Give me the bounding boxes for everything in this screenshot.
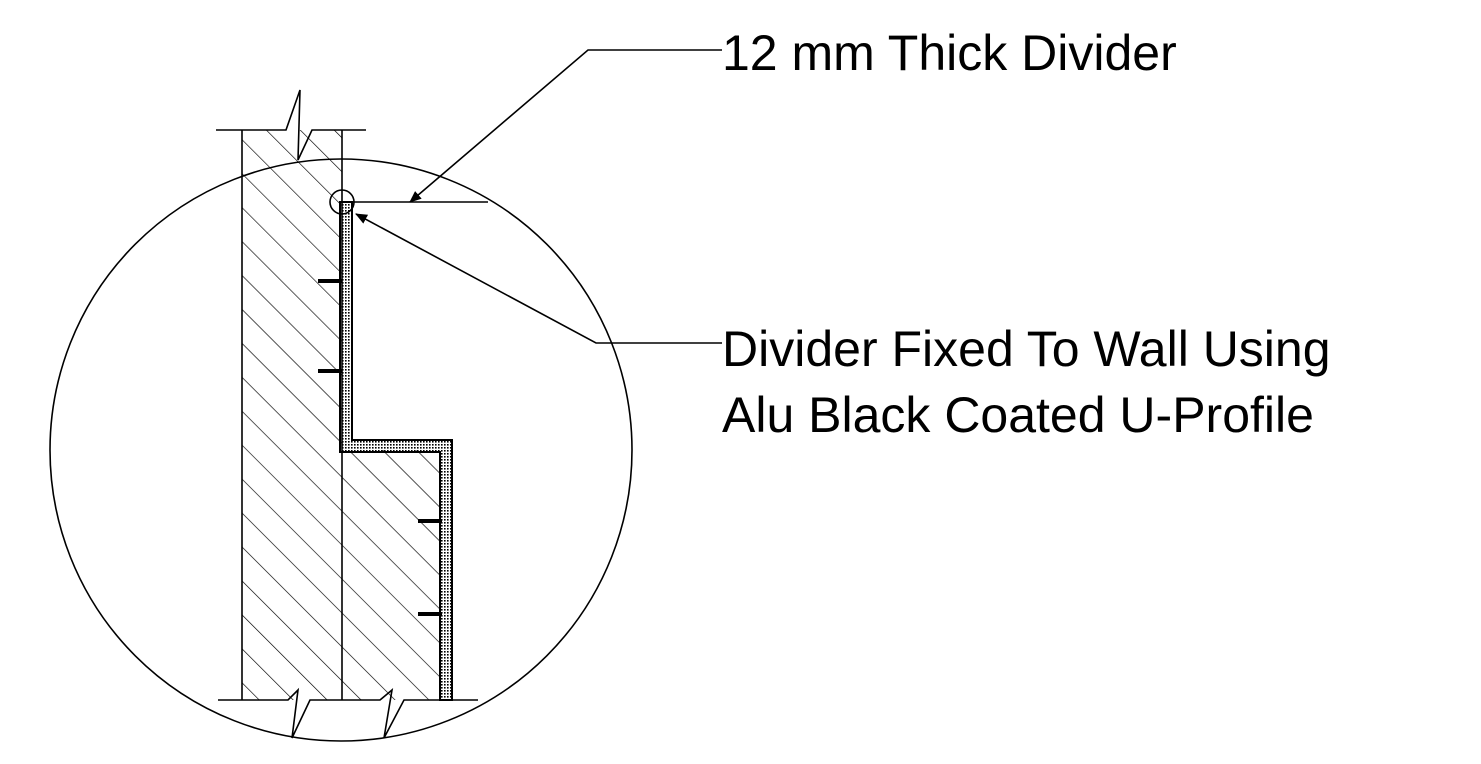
nib-section-hatch <box>342 450 440 700</box>
top-break-line <box>216 89 366 161</box>
label-fixing-line2: Alu Black Coated U-Profile <box>722 387 1314 443</box>
u-profile-divider <box>339 201 453 701</box>
label-divider-thickness: 12 mm Thick Divider <box>722 25 1177 81</box>
leader-divider-thickness <box>409 49 722 203</box>
label-fixing-line1: Divider Fixed To Wall Using <box>722 321 1331 377</box>
bottom-break-line <box>218 687 478 739</box>
wall-section-hatch <box>242 130 342 700</box>
leader-fixing <box>355 213 722 344</box>
